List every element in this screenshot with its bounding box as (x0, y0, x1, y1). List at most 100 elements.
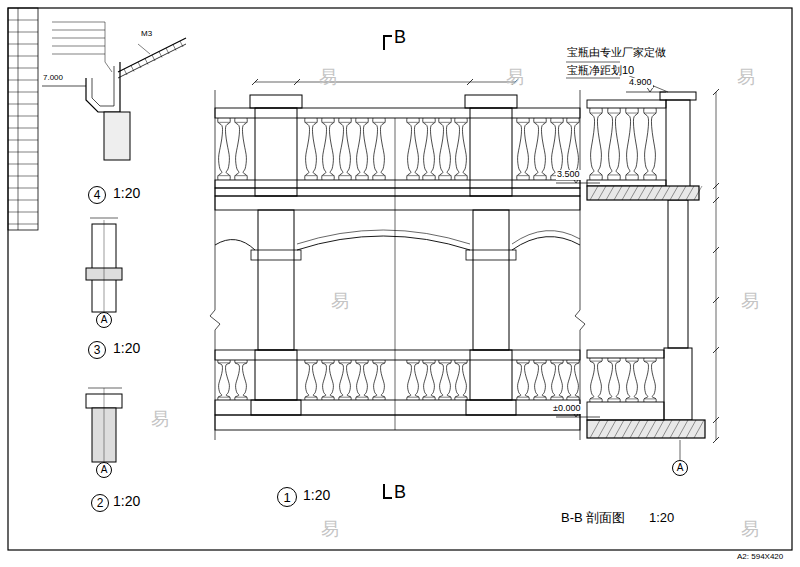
baluster (652, 358, 657, 402)
section-letter: B (393, 28, 407, 48)
callout-circle: 3 (88, 341, 106, 359)
pillar (255, 350, 297, 400)
baluster (218, 397, 230, 398)
baluster (407, 397, 419, 398)
baluster (415, 360, 420, 400)
baluster (225, 118, 230, 180)
baluster (431, 360, 436, 400)
baluster (363, 118, 368, 180)
roof-tile (124, 69, 127, 75)
baluster (407, 122, 419, 123)
beam (215, 196, 580, 210)
scale-label: 1:20 (112, 494, 141, 509)
title-block-line (8, 68, 38, 69)
title-block-line (8, 104, 38, 105)
hatch (654, 186, 662, 200)
dimension-tick (713, 437, 719, 443)
baluster (534, 360, 539, 400)
scale-label: 1:20 (112, 341, 141, 356)
arch (512, 231, 580, 244)
baluster (626, 108, 631, 180)
baluster (541, 118, 546, 180)
section-mark (384, 36, 392, 50)
baluster (551, 122, 563, 123)
watermark: 易 (330, 292, 350, 312)
baluster (373, 122, 385, 123)
baluster (423, 175, 435, 176)
baluster (517, 360, 522, 400)
baluster (305, 118, 310, 180)
dimension-tick (713, 297, 719, 303)
baluster (356, 397, 368, 398)
baluster (322, 122, 334, 123)
title-block-line (8, 140, 38, 141)
baluster (439, 362, 451, 363)
watermark: 易 (740, 292, 760, 312)
dimension-tick (713, 347, 719, 353)
column-band (466, 250, 516, 260)
title-block-line (8, 20, 38, 21)
baluster (322, 397, 334, 398)
baluster (373, 118, 378, 180)
baluster (551, 360, 556, 400)
note-line (52, 38, 105, 39)
callout-circle: A (672, 460, 688, 476)
baluster (534, 122, 546, 123)
baluster (534, 118, 539, 180)
baluster (615, 108, 620, 180)
hatch (606, 420, 616, 438)
watermark: 易 (736, 68, 756, 88)
watermark: 易 (505, 68, 525, 88)
hatch (678, 186, 686, 200)
baluster (322, 360, 327, 400)
arch (512, 237, 580, 250)
hatch (646, 186, 654, 200)
leader-line (566, 78, 620, 79)
wall-section (104, 112, 130, 160)
beam (215, 188, 580, 196)
baluster (380, 118, 385, 180)
watermark: 易 (320, 520, 340, 540)
baluster (534, 397, 546, 398)
callout-number: A (101, 465, 108, 475)
baluster (524, 118, 529, 180)
baluster (235, 122, 247, 123)
baluster (430, 118, 435, 180)
baluster (644, 398, 656, 399)
note: 宝瓶净距划10 (566, 64, 635, 76)
baluster (339, 397, 351, 398)
baluster (329, 118, 334, 180)
baluster (407, 360, 412, 400)
hatch (670, 186, 678, 200)
baluster (463, 360, 468, 400)
baluster (322, 175, 334, 176)
baluster (407, 118, 412, 180)
scale-label: 1:20 (112, 186, 141, 201)
baluster (542, 360, 547, 400)
title-block-line (8, 128, 38, 129)
baluster (218, 175, 230, 176)
note-line (52, 46, 105, 47)
baluster (339, 122, 351, 123)
baluster (590, 174, 602, 175)
baluster (644, 358, 649, 402)
top-rail (215, 108, 580, 118)
hatch (606, 186, 614, 200)
baluster (598, 358, 603, 402)
axis-line (104, 220, 105, 312)
baluster (567, 360, 572, 400)
baluster (608, 113, 620, 114)
title-block-line (8, 188, 38, 189)
title-block-line (18, 8, 19, 230)
title-block-line (8, 32, 38, 33)
baluster (590, 398, 602, 399)
hatch (622, 186, 630, 200)
hatch (630, 186, 638, 200)
baluster (455, 397, 467, 398)
baluster (651, 108, 656, 180)
callout-circle: A (96, 462, 112, 478)
roof-tile (145, 59, 148, 65)
baluster (305, 122, 317, 123)
title-block-line (8, 212, 38, 213)
baluster (339, 362, 351, 363)
